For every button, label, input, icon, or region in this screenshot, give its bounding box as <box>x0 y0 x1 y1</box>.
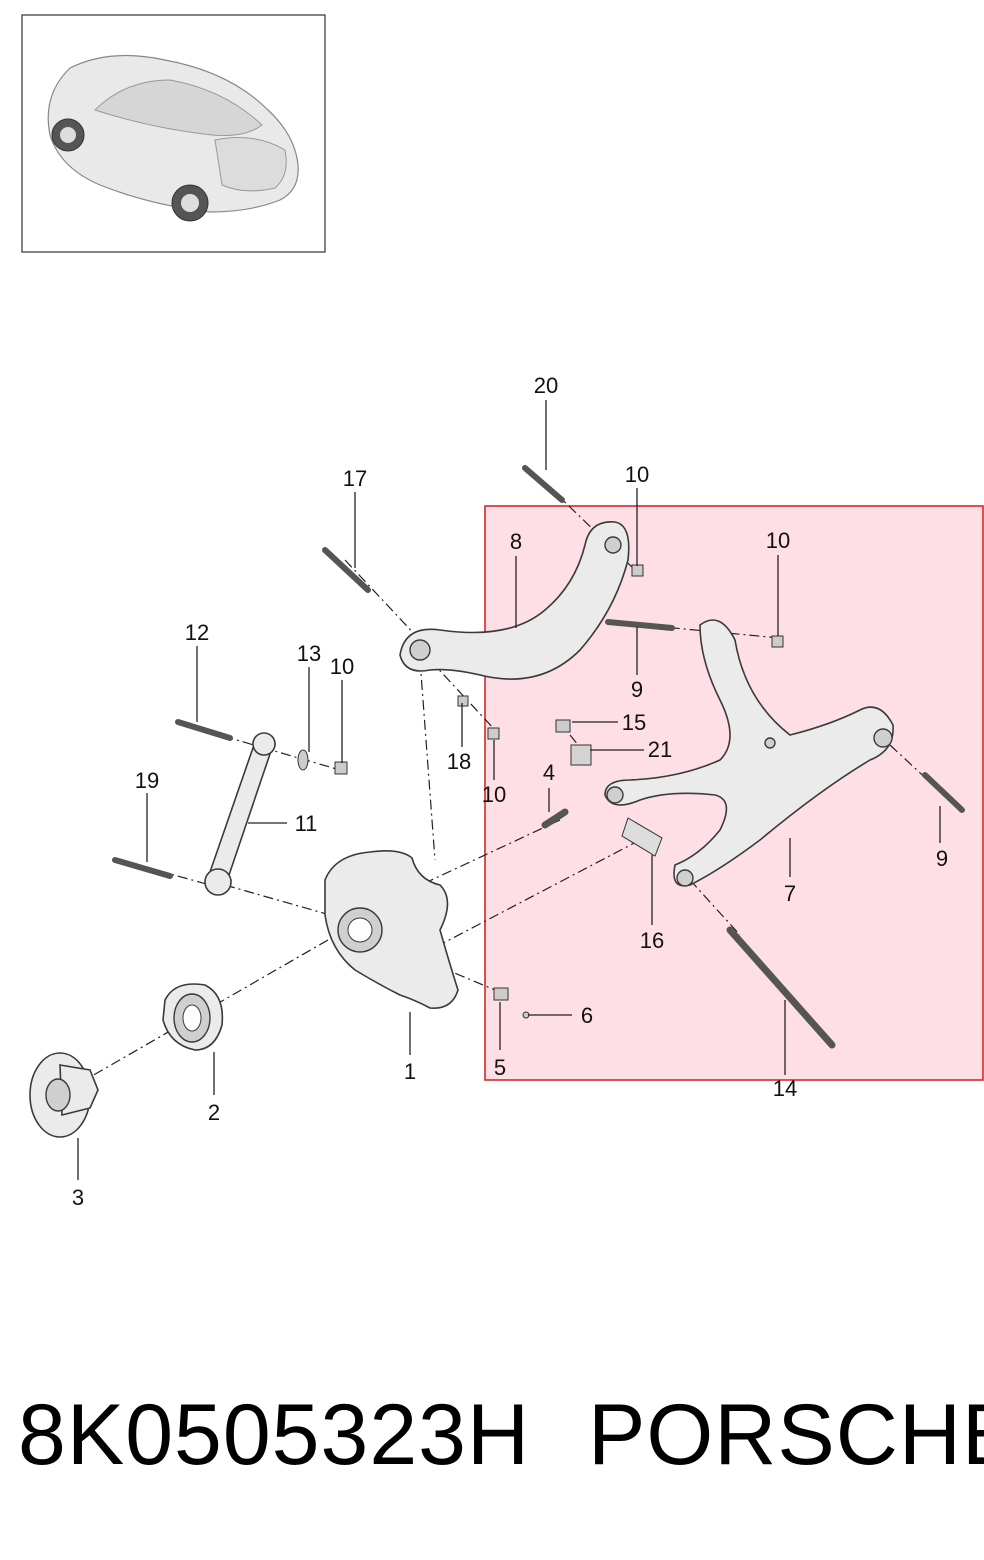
wheel-bearing[interactable] <box>162 983 224 1051</box>
callout-10: 10 <box>330 654 354 679</box>
callout-3: 3 <box>72 1185 84 1210</box>
lower-control-arm[interactable] <box>604 619 894 887</box>
callout-5: 5 <box>494 1055 506 1080</box>
callout-13: 13 <box>297 641 321 666</box>
callout-1: 1 <box>404 1059 416 1084</box>
callout-16: 16 <box>640 928 664 953</box>
brand-name: PORSCHE <box>588 1387 984 1483</box>
callout-19: 19 <box>135 768 159 793</box>
callout-18: 18 <box>447 749 471 774</box>
footer: 8K0505323H PORSCHE <box>0 1385 984 1495</box>
callout-10: 10 <box>625 462 649 487</box>
callout-6: 6 <box>581 1003 593 1028</box>
callout-15: 15 <box>622 710 646 735</box>
callout-9: 9 <box>936 846 948 871</box>
bolts <box>112 465 965 1049</box>
link-arm[interactable] <box>204 732 276 896</box>
callout-14: 14 <box>773 1076 797 1101</box>
callout-10: 10 <box>482 782 506 807</box>
callout-9: 9 <box>631 677 643 702</box>
callout-21: 21 <box>648 737 672 762</box>
callout-12: 12 <box>185 620 209 645</box>
car-icon <box>47 54 299 222</box>
leader-lines <box>77 400 941 1180</box>
callout-11: 11 <box>295 811 318 836</box>
vehicle-thumbnail <box>21 14 326 253</box>
callout-8: 8 <box>510 529 522 554</box>
callout-20: 20 <box>534 373 558 398</box>
part-number: 8K0505323H <box>18 1387 531 1483</box>
wheel-hub[interactable] <box>29 1052 99 1138</box>
callout-17: 17 <box>343 466 367 491</box>
wheel-carrier[interactable] <box>324 850 459 1009</box>
callout-2: 2 <box>208 1100 220 1125</box>
callout-7: 7 <box>784 881 796 906</box>
callout-4: 4 <box>543 760 555 785</box>
callout-10: 10 <box>766 528 790 553</box>
upper-control-arm[interactable] <box>399 521 630 680</box>
callout-labels: 20 17 10 10 8 9 12 13 10 15 21 18 10 4 1… <box>72 373 948 1210</box>
